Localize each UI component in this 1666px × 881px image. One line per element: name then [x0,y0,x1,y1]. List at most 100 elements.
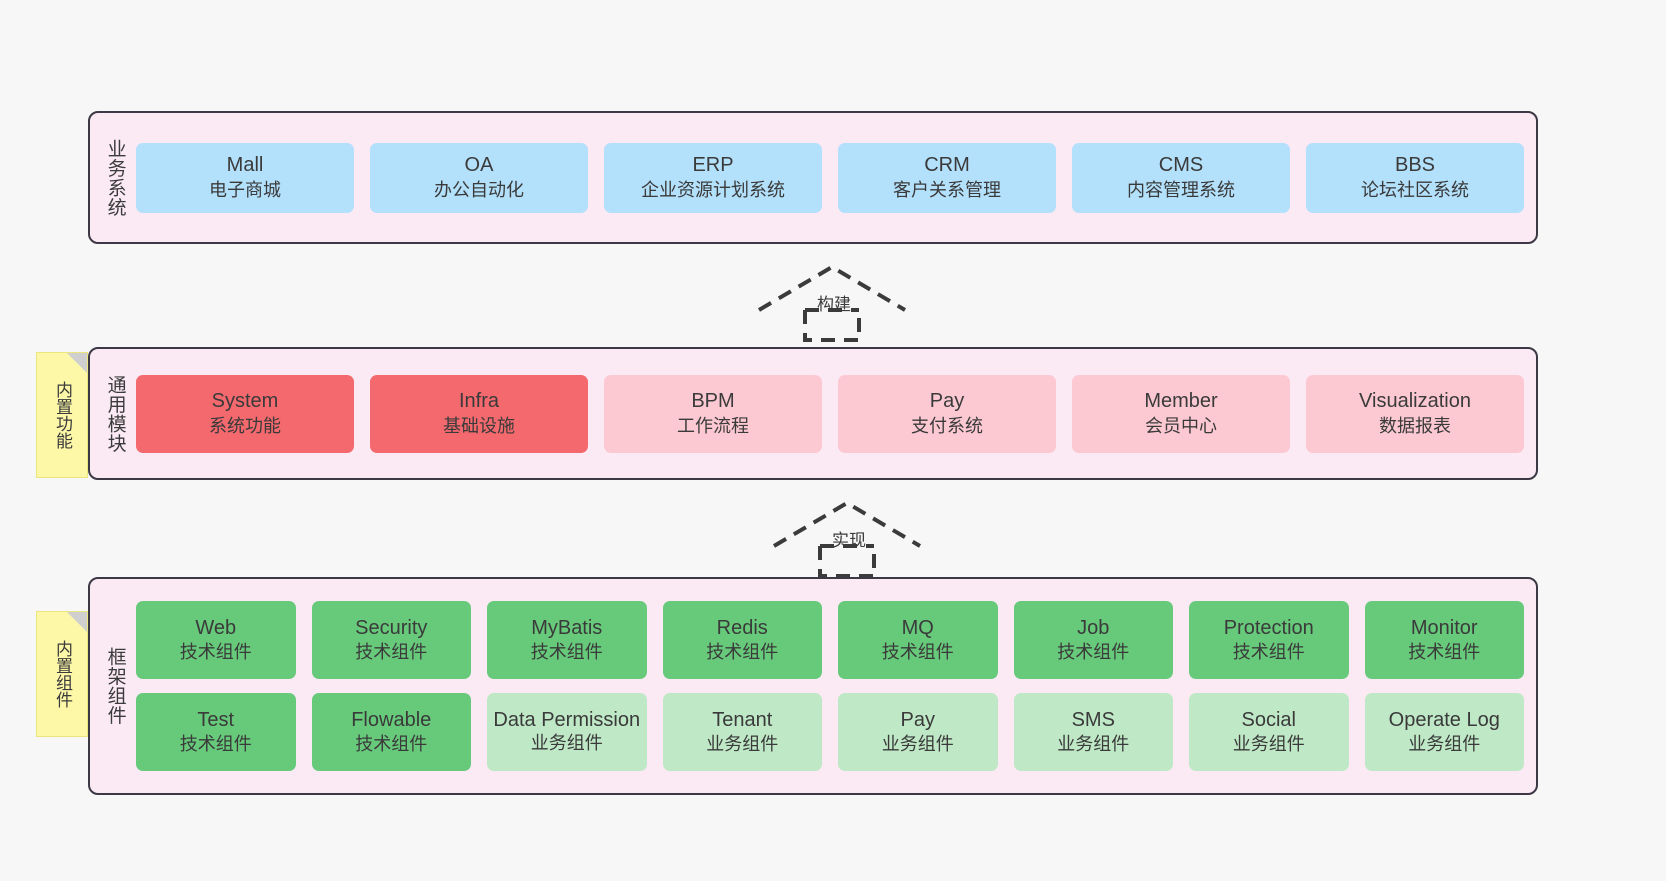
card-title: CRM [924,154,970,177]
card-test[interactable]: Test 技术组件 [136,693,296,771]
card-title: Security [355,616,428,639]
card-subtitle: 业务组件 [706,734,779,755]
card-title: MyBatis [531,616,603,639]
card-pay[interactable]: Pay 支付系统 [838,374,1056,453]
layer-label-business: 业务系统 [104,138,126,217]
card-system[interactable]: System 系统功能 [136,374,354,453]
card-operate-log[interactable]: Operate Log 业务组件 [1364,693,1524,771]
card-title: Web [195,616,237,639]
card-subtitle: 论坛社区系统 [1361,179,1469,200]
card-subtitle: 技术组件 [1232,642,1305,663]
card-protection[interactable]: Protection 技术组件 [1189,601,1349,679]
card-security[interactable]: Security 技术组件 [311,601,471,679]
layer-label-framework: 框架组件 [104,647,126,725]
card-title: Tenant [712,708,773,731]
card-subtitle: 客户关系管理 [893,179,1001,200]
card-tenant[interactable]: Tenant 业务组件 [662,693,822,771]
card-visualization[interactable]: Visualization 数据报表 [1306,374,1524,453]
card-pay-component[interactable]: Pay 业务组件 [838,693,998,771]
card-title: ERP [692,154,734,177]
layer-body-modules: System 系统功能 Infra 基础设施 BPM 工作流程 Pay 支付系统… [132,359,1524,468]
card-oa[interactable]: OA 办公自动化 [370,142,588,213]
card-title: Monitor [1410,616,1478,639]
card-subtitle: 业务组件 [1408,734,1481,755]
sticky-note-label: 内置组件 [53,640,73,708]
card-mall[interactable]: Mall 电子商城 [136,142,354,213]
card-mq[interactable]: MQ 技术组件 [838,601,998,679]
card-erp[interactable]: ERP 企业资源计划系统 [604,142,822,213]
card-bpm[interactable]: BPM 工作流程 [604,374,822,453]
card-title: Social [1241,708,1296,731]
card-cms[interactable]: CMS 内容管理系统 [1072,142,1290,213]
card-monitor[interactable]: Monitor 技术组件 [1364,601,1524,679]
card-subtitle: 办公自动化 [434,179,524,200]
card-title: Data Permission [493,708,641,731]
card-row: Mall 电子商城 OA 办公自动化 ERP 企业资源计划系统 CRM 客户关系… [136,142,1524,213]
card-mybatis[interactable]: MyBatis 技术组件 [487,601,647,679]
card-title: OA [464,154,494,177]
card-title: Member [1144,390,1218,413]
card-sms[interactable]: SMS 业务组件 [1013,693,1173,771]
card-subtitle: 数据报表 [1379,415,1451,436]
card-subtitle: 技术组件 [179,642,252,663]
layer-body-business: Mall 电子商城 OA 办公自动化 ERP 企业资源计划系统 CRM 客户关系… [132,123,1524,232]
card-subtitle: 技术组件 [881,642,954,663]
layer-label-modules: 通用模块 [104,374,126,453]
card-title: Protection [1223,616,1314,639]
card-subtitle: 技术组件 [1408,642,1481,663]
card-title: BBS [1394,154,1436,177]
card-data-permission[interactable]: Data Permission 业务组件 [487,693,647,771]
card-subtitle: 企业资源计划系统 [641,179,785,200]
card-subtitle: 会员中心 [1145,415,1217,436]
card-subtitle: 工作流程 [677,415,749,436]
card-subtitle: 业务组件 [530,732,603,753]
card-subtitle: 技术组件 [1057,642,1130,663]
card-subtitle: 业务组件 [881,734,954,755]
layer-band-framework: 框架组件 Web 技术组件 Security 技术组件 MyBatis 技术组件… [88,577,1538,795]
card-title: Pay [900,708,935,731]
sticky-note-builtin-component: 内置组件 [36,611,88,737]
card-web[interactable]: Web 技术组件 [136,601,296,679]
card-title: Redis [716,616,768,639]
card-title: Flowable [351,708,432,731]
card-subtitle: 基础设施 [443,415,515,436]
layer-band-modules: 通用模块 System 系统功能 Infra 基础设施 BPM 工作流程 Pay… [88,347,1538,480]
card-title: Infra [458,390,500,413]
sticky-note-label: 内置功能 [53,381,73,449]
card-subtitle: 技术组件 [706,642,779,663]
card-subtitle: 内容管理系统 [1127,179,1235,200]
card-subtitle: 技术组件 [530,642,603,663]
card-row: Test 技术组件 Flowable 技术组件 Data Permission … [136,693,1524,771]
card-subtitle: 技术组件 [355,642,428,663]
card-infra[interactable]: Infra 基础设施 [370,374,588,453]
card-subtitle: 技术组件 [179,734,252,755]
arrow-label-build: 构建 [817,295,851,314]
card-social[interactable]: Social 业务组件 [1189,693,1349,771]
card-member[interactable]: Member 会员中心 [1072,374,1290,453]
card-subtitle: 业务组件 [1232,734,1305,755]
card-title: Operate Log [1388,708,1500,731]
card-subtitle: 技术组件 [355,734,428,755]
card-subtitle: 电子商城 [209,179,281,200]
card-redis[interactable]: Redis 技术组件 [662,601,822,679]
card-title: MQ [901,616,934,639]
card-title: SMS [1071,708,1115,731]
card-bbs[interactable]: BBS 论坛社区系统 [1306,142,1524,213]
card-title: Mall [226,154,264,177]
card-title: CMS [1158,154,1204,177]
page-fold-icon [67,612,87,632]
arrow-label-implement: 实现 [832,531,866,550]
card-title: Visualization [1359,390,1471,413]
card-subtitle: 支付系统 [911,415,983,436]
card-row: System 系统功能 Infra 基础设施 BPM 工作流程 Pay 支付系统… [136,374,1524,453]
card-crm[interactable]: CRM 客户关系管理 [838,142,1056,213]
generalization-arrow-implement: 实现 [772,498,922,578]
layer-band-business: 业务系统 Mall 电子商城 OA 办公自动化 ERP 企业资源计划系统 CRM… [88,111,1538,244]
page-fold-icon [67,353,87,373]
card-row: Web 技术组件 Security 技术组件 MyBatis 技术组件 Redi… [136,601,1524,679]
card-flowable[interactable]: Flowable 技术组件 [311,693,471,771]
layer-body-framework: Web 技术组件 Security 技术组件 MyBatis 技术组件 Redi… [132,589,1524,783]
card-title: System [211,390,279,413]
card-job[interactable]: Job 技术组件 [1013,601,1173,679]
